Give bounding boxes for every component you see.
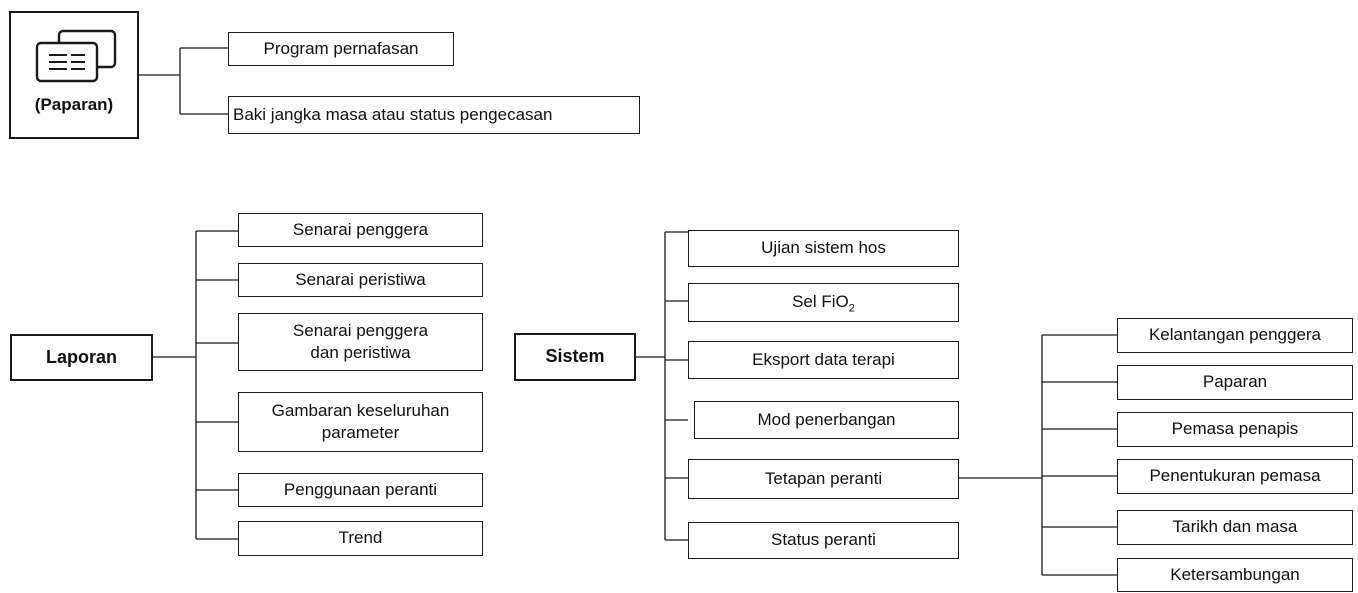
node-label: Ketersambungan <box>1170 564 1300 584</box>
node-baki-jangka-masa: Baki jangka masa atau status pengecasan <box>228 96 640 134</box>
node-sel-fio2: Sel FiO2 <box>688 283 959 322</box>
node-label: Pemasa penapis <box>1171 419 1299 439</box>
node-label: Senarai penggera dan peristiwa <box>292 320 429 362</box>
node-label: Ujian sistem hos <box>761 238 886 258</box>
node-label: Trend <box>338 528 383 548</box>
sistem-root-node: Sistem <box>514 333 636 381</box>
node-label: Mod penerbangan <box>757 409 896 429</box>
display-root-label: (Paparan) <box>34 95 114 114</box>
node-trend: Trend <box>238 521 483 556</box>
node-eksport-data-terapi: Eksport data terapi <box>688 341 959 379</box>
node-label: Status peranti <box>771 530 876 550</box>
node-label: Tetapan peranti <box>764 468 883 488</box>
node-label: Tarikh dan masa <box>1172 517 1298 537</box>
node-label: Paparan <box>1202 372 1268 392</box>
display-root-node: (Paparan) <box>9 11 139 139</box>
node-senarai-penggera-dan-peristiwa: Senarai penggera dan peristiwa <box>238 313 483 371</box>
node-kelantangan-penggera: Kelantangan penggera <box>1117 318 1353 353</box>
node-status-peranti: Status peranti <box>688 522 959 559</box>
node-penentukuran-pemasa: Penentukuran pemasa <box>1117 459 1353 494</box>
sel-fio-text: Sel FiO <box>792 292 849 312</box>
node-label: Penentukuran pemasa <box>1149 466 1321 486</box>
node-label: Eksport data terapi <box>752 349 895 369</box>
node-pemasa-penapis: Pemasa penapis <box>1117 412 1353 447</box>
node-label: Kelantangan penggera <box>1148 325 1322 345</box>
node-label: Baki jangka masa atau status pengecasan <box>233 104 553 124</box>
node-label: Senarai peristiwa <box>295 269 426 289</box>
node-gambaran-keseluruhan-parameter: Gambaran keseluruhan parameter <box>238 392 483 452</box>
node-paparan: Paparan <box>1117 365 1353 400</box>
root-label: Laporan <box>45 346 117 367</box>
node-program-pernafasan: Program pernafasan <box>228 32 454 66</box>
node-tarikh-dan-masa: Tarikh dan masa <box>1117 510 1353 545</box>
node-label: Penggunaan peranti <box>283 479 438 499</box>
node-label: Sel FiO2 <box>792 291 855 315</box>
sel-fio-subscript: 2 <box>848 302 855 315</box>
node-label: Program pernafasan <box>263 38 419 58</box>
node-tetapan-peranti: Tetapan peranti <box>688 459 959 499</box>
node-label: Gambaran keseluruhan parameter <box>271 400 450 442</box>
node-penggunaan-peranti: Penggunaan peranti <box>238 473 483 507</box>
node-mod-penerbangan: Mod penerbangan <box>694 401 959 439</box>
root-label: Sistem <box>545 346 605 367</box>
laporan-root-node: Laporan <box>10 334 153 381</box>
node-senarai-peristiwa: Senarai peristiwa <box>238 263 483 297</box>
node-ketersambungan: Ketersambungan <box>1117 558 1353 592</box>
node-senarai-penggera: Senarai penggera <box>238 213 483 247</box>
node-label: Senarai penggera <box>292 219 429 239</box>
screens-icon <box>35 29 117 83</box>
node-ujian-sistem-hos: Ujian sistem hos <box>688 230 959 267</box>
